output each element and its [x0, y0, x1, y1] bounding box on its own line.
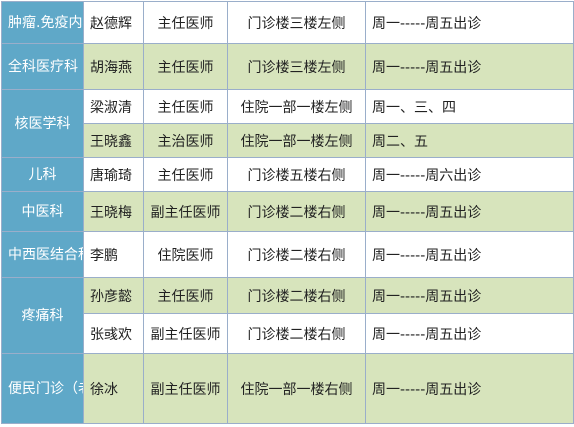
location-cell: 门诊楼二楼右侧 [227, 191, 366, 232]
schedule-cell: 周一-----周五出诊 [365, 43, 574, 90]
location-cell: 门诊楼三楼左侧 [227, 1, 366, 44]
schedule-cell: 周一-----周五出诊 [365, 231, 574, 278]
location-cell: 住院一部一楼右侧 [227, 353, 366, 424]
table-row: 儿科 唐瑜琦 主任医师 门诊楼五楼右侧 周一-----周六出诊 [1, 157, 574, 192]
schedule-cell: 周一-----周五出诊 [365, 353, 574, 424]
doctor-name-cell: 李鹏 [83, 231, 144, 278]
location-cell: 门诊楼五楼右侧 [227, 157, 366, 192]
location-cell: 门诊楼二楼右侧 [227, 277, 366, 314]
location-cell: 门诊楼二楼右侧 [227, 313, 366, 354]
table-row: 张彧欢 副主任医师 门诊楼二楼右侧 周一-----周五出诊 [2, 313, 574, 354]
table-row: 肿瘤.免疫内科 赵德辉 主任医师 门诊楼三楼左侧 周一-----周五出诊 [1, 1, 574, 44]
doctor-title-cell: 副主任医师 [143, 191, 228, 232]
location-cell: 门诊楼三楼左侧 [227, 43, 366, 90]
schedule-cell: 周一-----周五出诊 [365, 1, 574, 44]
table-row: 便民门诊（老干部门诊） 徐冰 副主任医师 住院一部一楼右侧 周一-----周五出… [1, 353, 574, 424]
doctor-title-cell: 主任医师 [143, 1, 228, 44]
schedule-cell: 周一、三、四 [365, 89, 574, 124]
doctor-title-cell: 主任医师 [143, 157, 228, 192]
location-cell: 门诊楼二楼右侧 [227, 231, 366, 278]
schedule-cell: 周一-----周五出诊 [365, 277, 574, 314]
department-cell: 肿瘤.免疫内科 [1, 1, 84, 44]
department-cell: 疼痛科 [1, 277, 84, 354]
doctor-name-cell: 王晓鑫 [83, 123, 144, 158]
doctor-title-cell: 主任医师 [143, 43, 228, 90]
doctor-name-cell: 孙彦懿 [83, 277, 144, 314]
department-cell: 中西医结合科 [1, 231, 84, 278]
schedule-cell: 周二、五 [365, 123, 574, 158]
doctor-name-cell: 梁淑清 [83, 89, 144, 124]
doctor-title-cell: 主治医师 [143, 123, 228, 158]
doctor-name-cell: 唐瑜琦 [83, 157, 144, 192]
doctor-title-cell: 住院医师 [143, 231, 228, 278]
doctor-title-cell: 副主任医师 [143, 313, 228, 354]
schedule-cell: 周一-----周五出诊 [365, 191, 574, 232]
table-row: 全科医疗科 胡海燕 主任医师 门诊楼三楼左侧 周一-----周五出诊 [1, 43, 574, 90]
department-cell: 儿科 [1, 157, 84, 192]
location-cell: 住院一部一楼左侧 [227, 89, 366, 124]
department-cell: 核医学科 [1, 89, 84, 158]
doctor-title-cell: 主任医师 [143, 277, 228, 314]
table-row: 中医科 王晓梅 副主任医师 门诊楼二楼右侧 周一-----周五出诊 [1, 191, 574, 232]
doctor-title-cell: 副主任医师 [143, 353, 228, 424]
doctor-title-cell: 主任医师 [143, 89, 228, 124]
location-cell: 住院一部一楼左侧 [227, 123, 366, 158]
doctor-name-cell: 王晓梅 [83, 191, 144, 232]
department-cell: 中医科 [1, 191, 84, 232]
doctor-name-cell: 胡海燕 [83, 43, 144, 90]
doctor-name-cell: 徐冰 [83, 353, 144, 424]
table-row: 王晓鑫 主治医师 住院一部一楼左侧 周二、五 [2, 123, 574, 158]
doctor-name-cell: 张彧欢 [83, 313, 144, 354]
schedule-cell: 周一-----周六出诊 [365, 157, 574, 192]
department-cell: 全科医疗科 [1, 43, 84, 90]
doctor-name-cell: 赵德辉 [83, 1, 144, 44]
schedule-cell: 周一-----周五出诊 [365, 313, 574, 354]
department-cell: 便民门诊（老干部门诊） [1, 353, 84, 424]
table-row: 中西医结合科 李鹏 住院医师 门诊楼二楼右侧 周一-----周五出诊 [1, 231, 574, 278]
table-row: 疼痛科 孙彦懿 主任医师 门诊楼二楼右侧 周一-----周五出诊 [1, 277, 574, 354]
table-row: 核医学科 梁淑清 主任医师 住院一部一楼左侧 周一、三、四 [1, 89, 574, 158]
